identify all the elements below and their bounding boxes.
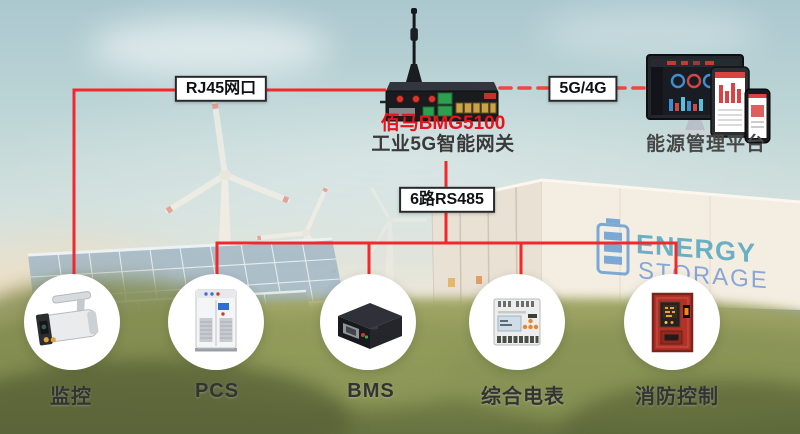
- gateway-caption: 佰马BMG5100 工业5G智能网关: [330, 113, 556, 155]
- smartphone-icon: [744, 88, 771, 144]
- antenna-icon: [406, 8, 422, 82]
- rs485-label: 6路RS485: [399, 186, 495, 214]
- tablet-icon: [710, 66, 750, 138]
- cloud: [540, 8, 760, 58]
- cellular-label: 5G/4G: [548, 75, 618, 103]
- device-circle-pcs: [168, 274, 264, 370]
- camera-icon: [35, 291, 99, 346]
- gateway-leds: [395, 94, 437, 104]
- device-circle-bms: [320, 274, 416, 370]
- side-terminal: [389, 108, 415, 116]
- pcs-cabinet-icon: [195, 289, 237, 352]
- gateway-device: [380, 8, 499, 122]
- platform-devices: [646, 54, 771, 144]
- device-label-meter: 综合电表: [481, 386, 565, 408]
- device-circle-camera: [24, 274, 120, 370]
- device-label-fire: 消防控制: [635, 386, 719, 408]
- device-circle-meter: [469, 274, 565, 370]
- platform-caption: 能源管理平台: [645, 134, 766, 155]
- device-label-bms: BMS: [347, 380, 395, 402]
- cloud: [90, 18, 330, 78]
- power-meter-icon: [493, 298, 541, 346]
- bms-unit-icon: [338, 303, 402, 349]
- device-label-camera: 监控: [50, 386, 92, 408]
- terminal-blocks: [422, 92, 453, 117]
- gateway-title: 工业5G智能网关: [371, 134, 515, 155]
- fire-control-panel-icon: [651, 292, 694, 353]
- gateway-model: 佰马BMG5100: [380, 113, 506, 134]
- brand-tag: [484, 93, 496, 99]
- device-circle-fire: [624, 274, 720, 370]
- device-label-pcs: PCS: [194, 380, 240, 402]
- rj45-label: RJ45网口: [174, 75, 268, 103]
- ethernet-ports: [455, 102, 497, 114]
